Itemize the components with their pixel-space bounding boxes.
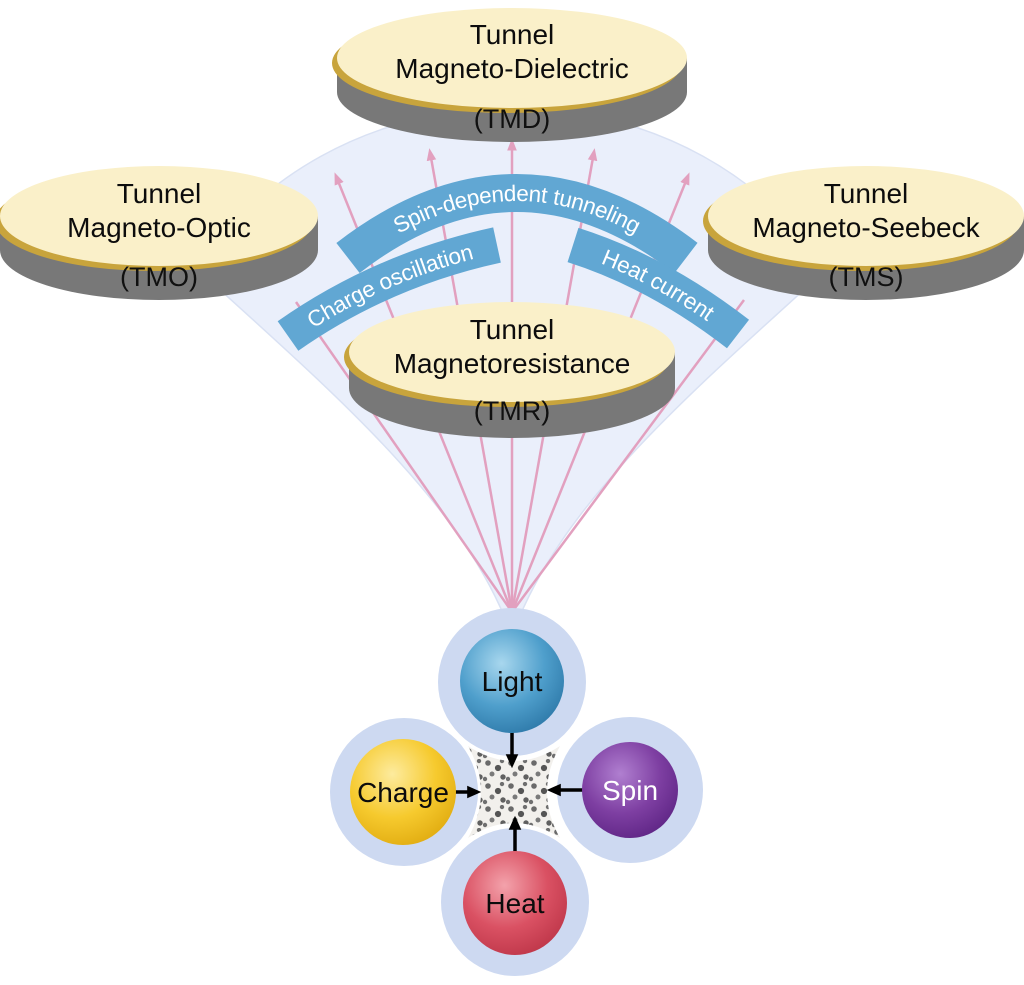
node-heat-circle [463, 851, 567, 955]
disk-tms-label-line1: Tunnel [824, 178, 909, 209]
disk-tmo-top-face [0, 166, 318, 266]
convergence-cluster: Light Charge Spin Heat [330, 608, 703, 976]
disk-tmr-label-line1: Tunnel [470, 314, 555, 345]
disk-tms-label-line2: Magneto-Seebeck [752, 212, 980, 243]
node-spin-label: Spin [602, 775, 658, 806]
node-charge-label: Charge [357, 777, 449, 808]
disk-tmd-top-face [337, 8, 687, 108]
disk-tms-top-face [708, 166, 1024, 266]
flow-arrow-to-tmo [294, 301, 514, 613]
node-light-label: Light [482, 666, 543, 697]
disk-tmd-label-line2: Magneto-Dielectric [395, 53, 628, 84]
disk-tmr-label-line2: Magnetoresistance [394, 348, 631, 379]
ribbon-band-heat [567, 227, 750, 349]
node-light-circle [460, 629, 564, 733]
disk-tmo-label-line2: Magneto-Optic [67, 212, 251, 243]
disk-tmo-label-line1: Tunnel [117, 178, 202, 209]
node-charge-circle [350, 739, 456, 845]
disk-tmr-top-face [349, 302, 675, 402]
disk-tmr: Tunnel Magnetoresistance (TMR) [344, 302, 675, 438]
disk-tms: Tunnel Magneto-Seebeck (TMS) [703, 166, 1024, 300]
disk-tmo-abbr: (TMO) [120, 262, 198, 292]
disk-tmo: Tunnel Magneto-Optic (TMO) [0, 166, 318, 300]
node-heat-label: Heat [485, 888, 544, 919]
node-spin-circle [582, 742, 678, 838]
disk-tmd-label-line1: Tunnel [470, 19, 555, 50]
disk-tmr-abbr: (TMR) [474, 396, 550, 426]
disk-tmd: Tunnel Magneto-Dielectric (TMD) [332, 8, 687, 142]
disk-tms-abbr: (TMS) [829, 262, 904, 292]
flow-arrow-to-tms [510, 299, 746, 613]
disk-tmd-abbr: (TMD) [474, 104, 550, 134]
ribbon-band-spin [336, 174, 698, 274]
ribbon-band-charge [277, 227, 501, 351]
tunnel-barrier-shape [468, 746, 560, 838]
